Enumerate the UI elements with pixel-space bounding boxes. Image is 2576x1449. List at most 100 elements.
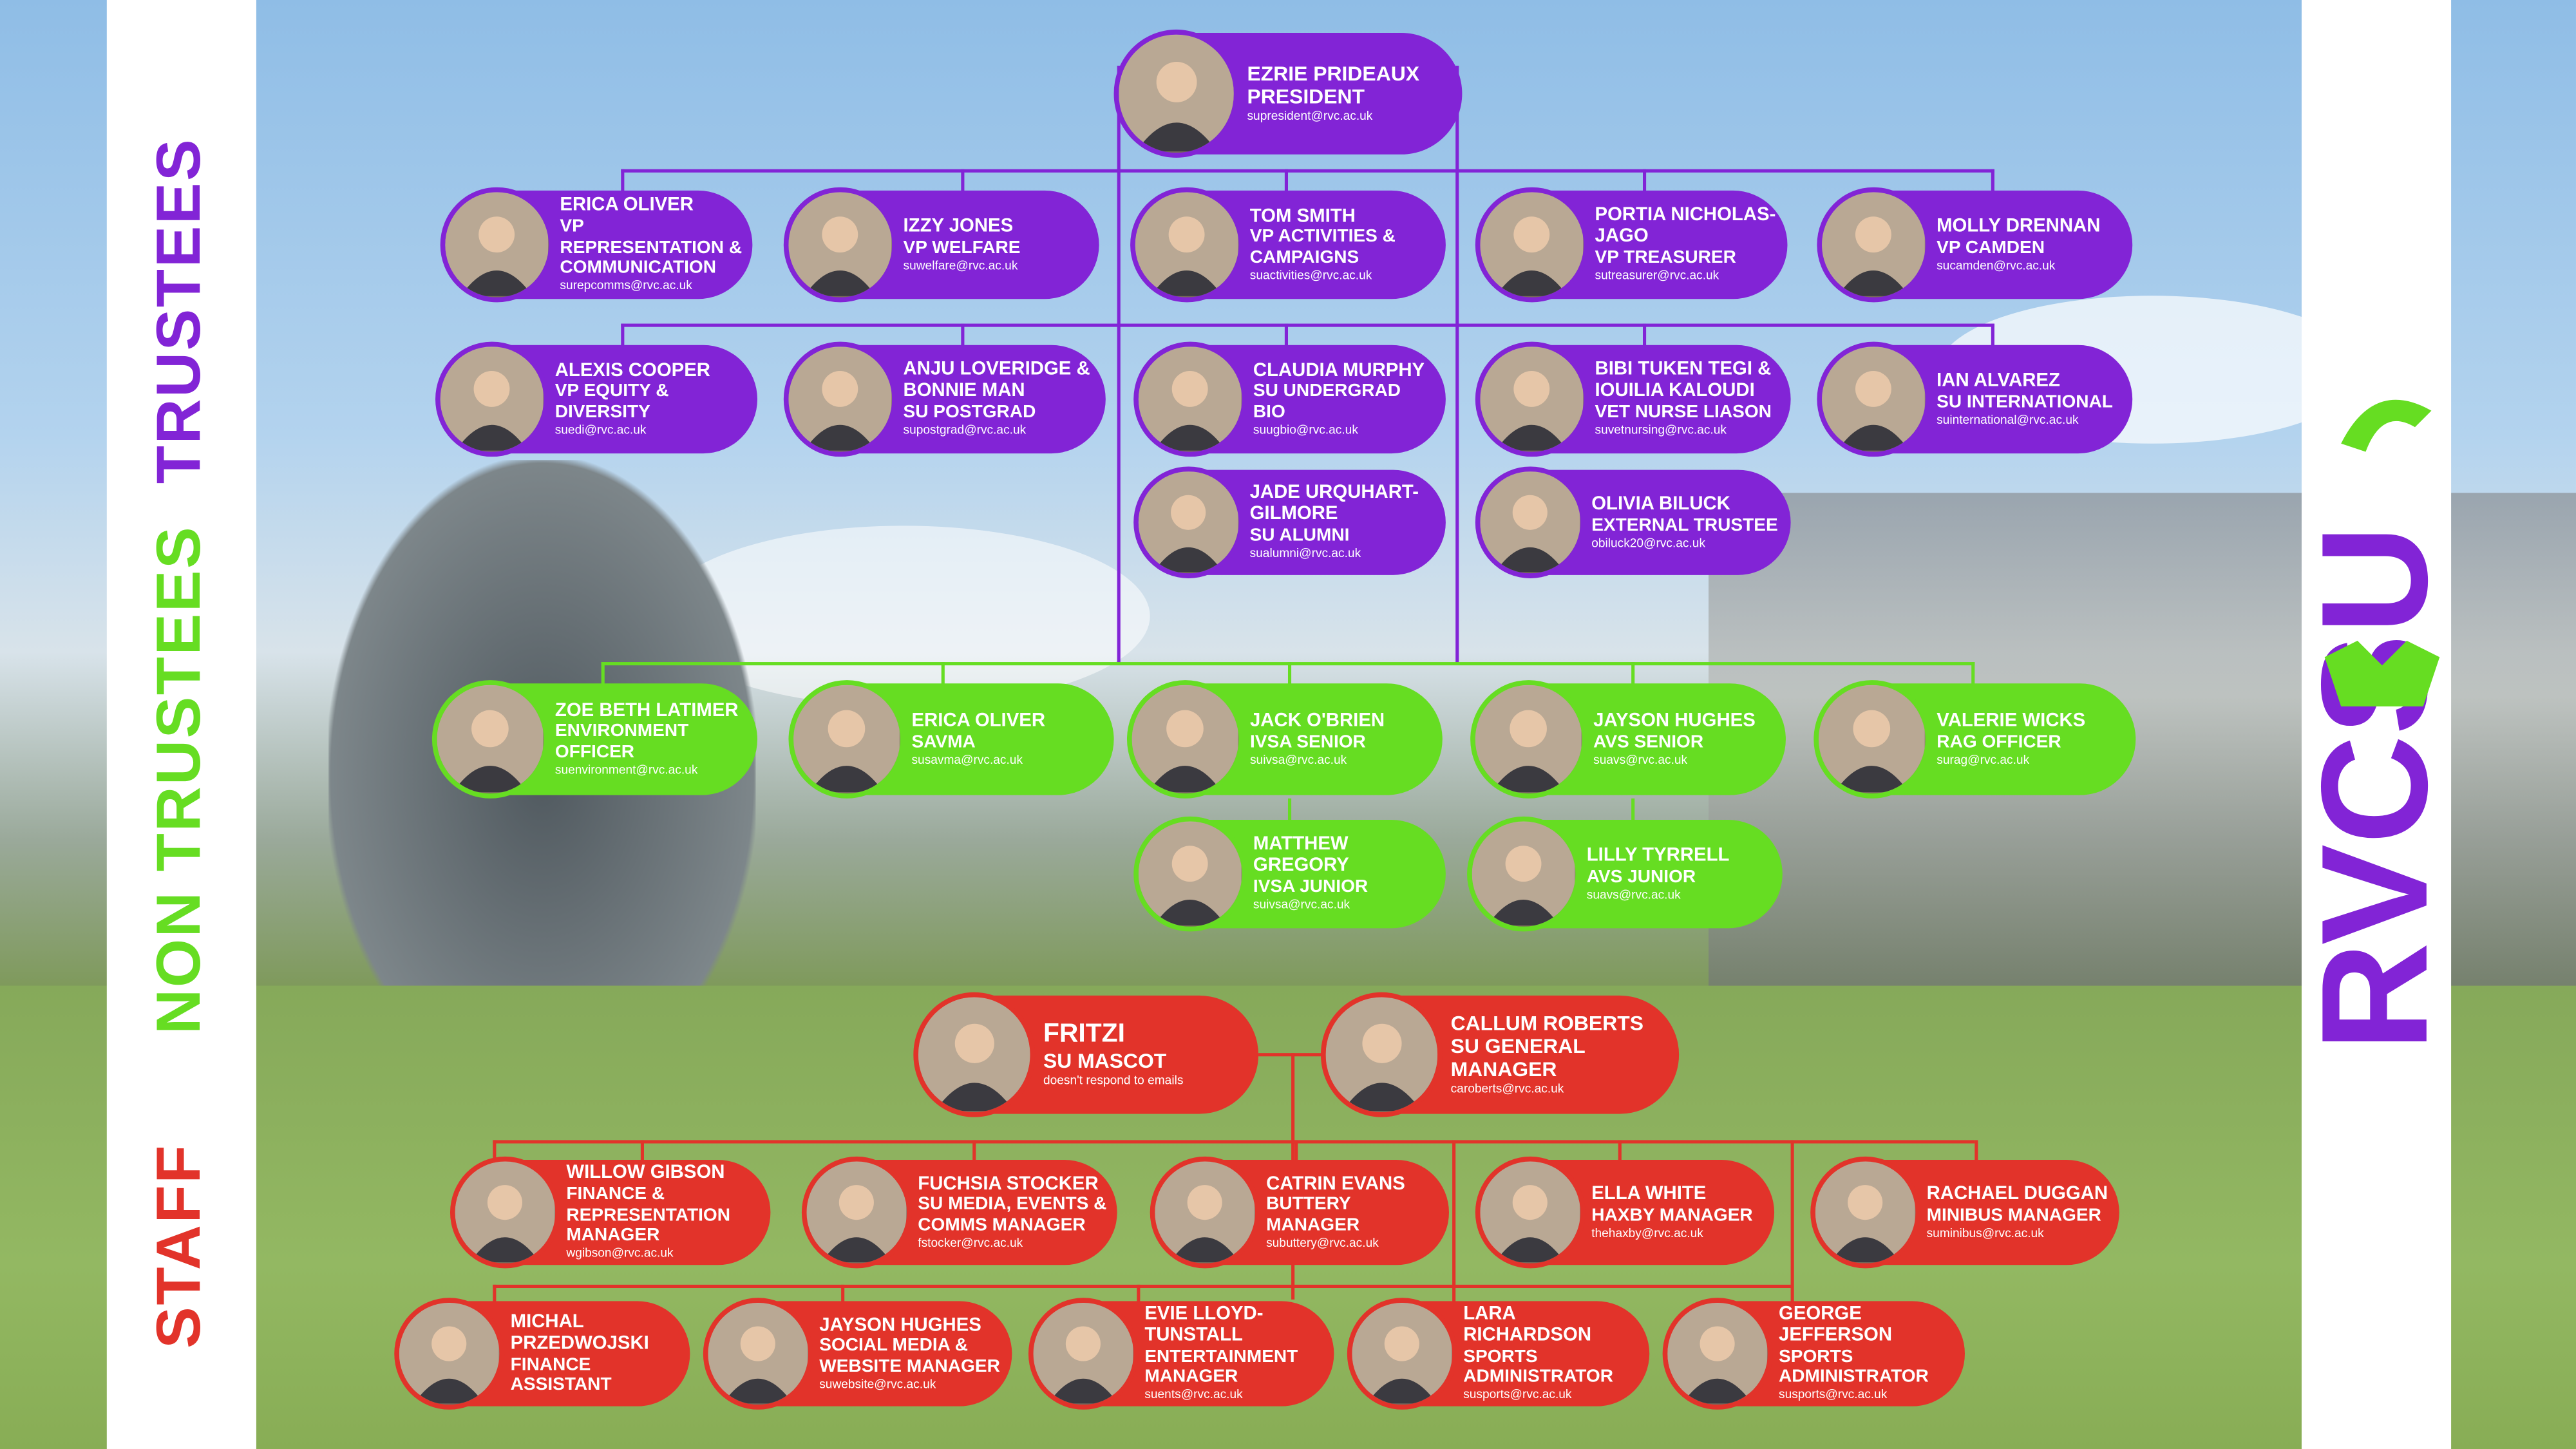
connector-line: [493, 1284, 497, 1308]
connector-line: [1975, 1140, 1978, 1164]
avatar-photo: [1475, 1156, 1585, 1269]
card-name: FRITZI: [1043, 1021, 1125, 1049]
card-role: SU INTERNATIONAL: [1937, 392, 2113, 412]
person-icon: [918, 998, 1031, 1112]
person-icon: [708, 1303, 808, 1404]
person-icon: [1815, 1162, 1915, 1262]
card-email[interactable]: suivsa@rvc.ac.uk: [1249, 752, 1347, 768]
connector-line: [1284, 323, 1288, 347]
person-icon: [1480, 472, 1580, 573]
card-role: SU UNDERGRAD BIO: [1253, 381, 1401, 422]
card-email[interactable]: suwelfare@rvc.ac.uk: [903, 258, 1018, 273]
card-email[interactable]: supresident@rvc.ac.uk: [1247, 109, 1373, 124]
avatar-photo: [1347, 1298, 1457, 1410]
card-email[interactable]: susports@rvc.ac.uk: [1463, 1387, 1572, 1403]
card-email[interactable]: caroberts@rvc.ac.uk: [1450, 1081, 1564, 1097]
connector-line: [1294, 1140, 1298, 1164]
card-role: SU MASCOT: [1043, 1050, 1167, 1074]
card-email: doesn't respond to emails: [1043, 1073, 1184, 1088]
person-icon: [1155, 1162, 1255, 1262]
connector-line: [1284, 169, 1288, 193]
crown-icon: [2324, 640, 2440, 706]
card-email[interactable]: obiluck20@rvc.ac.uk: [1591, 535, 1706, 551]
connector-line: [1287, 662, 1292, 685]
card-email[interactable]: thehaxby@rvc.ac.uk: [1591, 1225, 1703, 1240]
card-email[interactable]: suedi@rvc.ac.uk: [554, 422, 647, 437]
card-email[interactable]: sucamden@rvc.ac.uk: [1937, 258, 2056, 273]
person-icon: [437, 686, 544, 793]
person-icon: [1138, 472, 1238, 573]
card-email[interactable]: suavs@rvc.ac.uk: [1586, 887, 1681, 902]
card-email[interactable]: subuttery@rvc.ac.uk: [1266, 1235, 1379, 1251]
avatar-photo: [788, 680, 905, 799]
connector-line: [621, 323, 1994, 327]
connector-line: [841, 1284, 845, 1308]
card-email[interactable]: sutreasurer@rvc.ac.uk: [1595, 268, 1719, 283]
card-email[interactable]: susavma@rvc.ac.uk: [911, 752, 1023, 768]
card-name: IAN ALVAREZ: [1937, 370, 2060, 391]
card-email[interactable]: fstocker@rvc.ac.uk: [918, 1235, 1023, 1251]
connector-line: [493, 1140, 497, 1164]
card-name: ERICA OLIVER: [560, 196, 694, 216]
card-role: ENTERTAINMENT MANAGER: [1144, 1347, 1298, 1387]
card-name: EVIE LLOYD-TUNSTALL: [1144, 1304, 1264, 1346]
card-email[interactable]: suwebsite@rvc.ac.uk: [819, 1376, 936, 1392]
connector-line: [1971, 662, 1975, 685]
avatar-photo: [1467, 816, 1580, 932]
card-email[interactable]: surag@rvc.ac.uk: [1937, 752, 2030, 768]
section-label-trustees: TRUSTEES: [145, 137, 214, 484]
avatar-photo: [1133, 816, 1247, 932]
person-icon: [1822, 193, 1925, 296]
section-label-non-trustees: NON TRUSTEES: [145, 525, 214, 1034]
card-email[interactable]: wgibson@rvc.ac.uk: [566, 1245, 674, 1261]
card-email[interactable]: suenvironment@rvc.ac.uk: [554, 762, 698, 777]
card-email[interactable]: surepcomms@rvc.ac.uk: [560, 278, 692, 293]
person-icon: [1480, 348, 1584, 451]
card-email[interactable]: suvetnursing@rvc.ac.uk: [1595, 422, 1727, 438]
avatar-photo: [394, 1298, 504, 1410]
card-email[interactable]: suivsa@rvc.ac.uk: [1253, 897, 1350, 913]
card-name: CATRIN EVANS: [1266, 1173, 1405, 1194]
card-email[interactable]: sualumni@rvc.ac.uk: [1249, 545, 1361, 561]
person-icon: [788, 193, 892, 296]
card-email[interactable]: suavs@rvc.ac.uk: [1593, 752, 1688, 768]
avatar-photo: [1814, 680, 1930, 799]
card-name: LILLY TYRRELL: [1586, 846, 1730, 866]
avatar-photo: [1662, 1298, 1772, 1410]
card-role: BUTTERY MANAGER: [1266, 1195, 1360, 1235]
card-email[interactable]: suactivities@rvc.ac.uk: [1249, 267, 1372, 283]
left-white-band: [106, 0, 256, 1449]
connector-line: [1631, 662, 1635, 685]
avatar-photo: [703, 1298, 813, 1410]
card-role: SOCIAL MEDIA & WEBSITE MANAGER: [819, 1336, 1000, 1377]
avatar-photo: [783, 341, 896, 457]
person-icon: [1818, 686, 1925, 793]
card-email[interactable]: suents@rvc.ac.uk: [1144, 1387, 1243, 1403]
person-icon: [1475, 686, 1582, 793]
connector-line: [621, 169, 625, 193]
card-role: VP ACTIVITIES & CAMPAIGNS: [1249, 227, 1396, 268]
avatar-photo: [1150, 1156, 1260, 1269]
card-name: ELLA WHITE: [1591, 1184, 1707, 1204]
card-name: JAYSON HUGHES: [1593, 710, 1756, 731]
card-email[interactable]: susports@rvc.ac.uk: [1779, 1387, 1888, 1403]
person-icon: [399, 1303, 499, 1404]
avatar-photo: [440, 187, 553, 303]
card-name: PORTIA NICHOLAS-JAGO: [1595, 205, 1776, 247]
card-email[interactable]: suinternational@rvc.ac.uk: [1937, 412, 2079, 427]
avatar-photo: [1133, 341, 1247, 457]
card-name: MOLLY DRENNAN: [1937, 216, 2101, 236]
card-email[interactable]: supostgrad@rvc.ac.uk: [903, 422, 1027, 438]
card-name: VALERIE WICKS: [1937, 710, 2086, 731]
avatar-photo: [1126, 680, 1243, 799]
card-email[interactable]: suminibus@rvc.ac.uk: [1926, 1225, 2044, 1240]
card-role: AVS JUNIOR: [1586, 866, 1696, 887]
card-role: SU POSTGRAD: [903, 402, 1036, 422]
avatar-photo: [1321, 992, 1443, 1117]
person-icon: [1472, 822, 1575, 925]
avatar-photo: [1470, 680, 1587, 799]
avatar-photo: [783, 187, 896, 303]
card-role: SU ALUMNI: [1249, 526, 1350, 545]
avatar-photo: [1113, 29, 1240, 158]
card-email[interactable]: suugbio@rvc.ac.uk: [1253, 422, 1358, 437]
